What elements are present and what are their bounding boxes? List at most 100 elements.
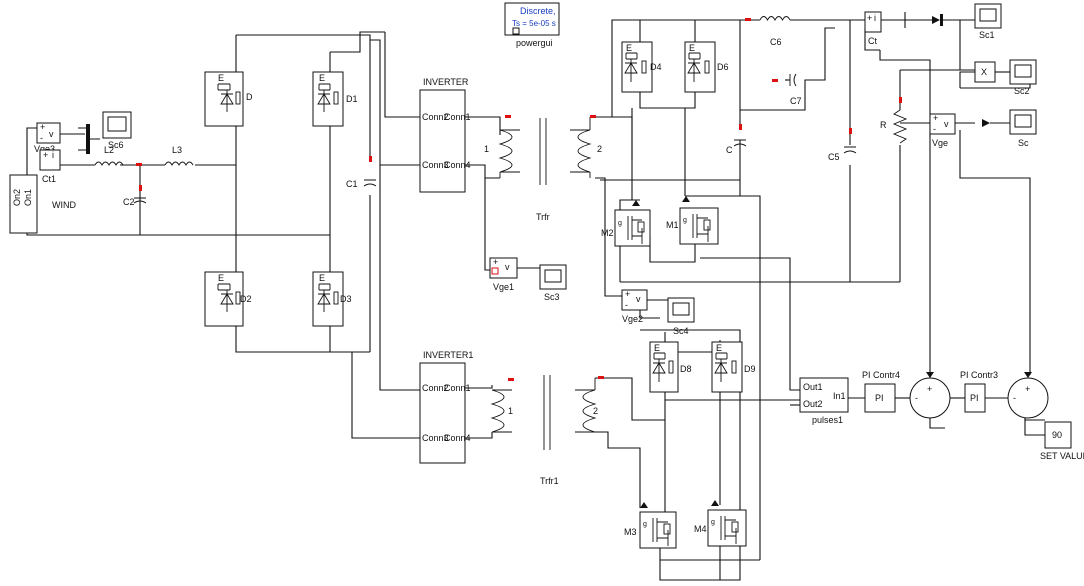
mosfet-m1[interactable]: g <box>679 207 719 245</box>
mosfet-m2-label: M2 <box>601 228 614 238</box>
diode-d3[interactable]: E <box>312 271 344 327</box>
svg-text:+: + <box>1025 384 1030 394</box>
capacitor-c[interactable] <box>733 124 747 147</box>
pi-controller-4[interactable]: PI <box>864 383 896 413</box>
sc2-scope[interactable] <box>1009 59 1037 85</box>
set-value-label: SET VALUE <box>1040 451 1084 461</box>
svg-text:v: v <box>944 119 949 129</box>
sc1-label: Sc1 <box>979 30 995 40</box>
mosfet-m3-label: M3 <box>624 527 637 537</box>
capacitor-c1[interactable] <box>363 156 377 187</box>
svg-text:Out1: Out1 <box>803 382 823 392</box>
pi-contr4-label: PI Contr4 <box>862 370 900 380</box>
product-block[interactable]: X <box>974 61 996 83</box>
svg-text:Conn4: Conn4 <box>444 160 471 170</box>
c1-label: C1 <box>346 179 358 189</box>
powergui-sample-time: Ts = 5e-05 s <box>512 19 556 28</box>
sc-scope[interactable] <box>1009 109 1037 135</box>
trfr-label: Trfr <box>536 212 550 222</box>
svg-text:+: + <box>40 122 45 132</box>
sc4-scope[interactable] <box>667 297 695 323</box>
capacitor-c7[interactable] <box>772 73 797 87</box>
svg-text:Conn2: Conn2 <box>422 112 449 122</box>
diode-d4-label: D4 <box>650 62 662 72</box>
resistor-r[interactable] <box>892 97 908 144</box>
vge2-voltage-sensor[interactable]: + - v <box>621 289 648 311</box>
sc2-label: Sc2 <box>1014 86 1030 96</box>
ct1-label: Ct1 <box>42 174 56 184</box>
mosfet-m2[interactable]: g <box>614 209 651 247</box>
diode-d9[interactable]: E <box>711 341 743 393</box>
transformer-trfr[interactable]: 1 2 <box>484 115 602 185</box>
diode-d6[interactable]: E <box>684 41 716 93</box>
sum-block-1[interactable]: - + <box>909 377 951 419</box>
inductor-c6[interactable] <box>745 16 791 22</box>
ct-current-sensor[interactable]: + i <box>864 11 882 33</box>
inductor-l3[interactable] <box>164 161 194 166</box>
sc3-scope[interactable] <box>539 264 567 290</box>
svg-text:g: g <box>643 521 647 528</box>
vge1-voltage-sensor[interactable]: + v <box>489 257 518 279</box>
svg-text:E: E <box>654 343 660 353</box>
vge3-label: Vge3 <box>34 144 55 154</box>
svg-text:+: + <box>867 13 872 23</box>
svg-text:v: v <box>505 262 510 272</box>
svg-text:E: E <box>716 343 722 353</box>
inductor-l2[interactable] <box>94 161 124 166</box>
diode-d[interactable]: E <box>204 71 244 127</box>
sc3-label: Sc3 <box>544 292 560 302</box>
svg-text:-: - <box>40 133 43 143</box>
svg-text:Conn3: Conn3 <box>422 160 449 170</box>
svg-text:g: g <box>618 220 622 227</box>
set-value-constant[interactable]: 90 <box>1044 421 1072 449</box>
diode-d4[interactable]: E <box>621 41 653 93</box>
diode-d2[interactable]: E <box>204 271 244 327</box>
diode-d8[interactable]: E <box>649 341 679 393</box>
c6-label: C6 <box>770 37 782 47</box>
c7-label: C7 <box>790 96 802 106</box>
svg-text:In1: In1 <box>833 391 846 401</box>
transformer-trfr1[interactable]: 1 2 <box>490 375 604 450</box>
svg-text:-: - <box>625 300 628 310</box>
inverter-block[interactable]: Conn2 Conn1 Conn3 Conn4 <box>419 89 471 193</box>
sc1-scope[interactable] <box>974 3 1002 29</box>
svg-text:PI: PI <box>875 393 884 403</box>
inverter-label: INVERTER <box>423 77 469 87</box>
diode-d-label: D <box>246 92 253 102</box>
svg-text:1: 1 <box>484 144 489 154</box>
pulses1-block[interactable]: Out1 Out2 In1 <box>799 377 849 413</box>
vge2-label: Vge2 <box>622 314 643 324</box>
svg-text:Conn1: Conn1 <box>444 383 471 393</box>
powergui-label: powergui <box>516 38 553 48</box>
mosfet-m3[interactable]: g <box>639 511 677 549</box>
vge-label: Vge <box>932 138 948 148</box>
svg-text:+: + <box>625 289 630 299</box>
mosfet-m4[interactable]: g <box>707 509 747 547</box>
svg-text:1: 1 <box>508 406 513 416</box>
diode-d1[interactable]: E <box>312 71 344 127</box>
svg-text:Out2: Out2 <box>803 399 823 409</box>
pi-contr3-label: PI Contr3 <box>960 370 998 380</box>
inverter1-label: INVERTER1 <box>423 350 473 360</box>
vge-voltage-sensor[interactable]: + - v <box>929 113 956 135</box>
ct1-current-sensor[interactable]: + i <box>39 149 61 171</box>
powergui-block[interactable]: Discrete, Ts = 5e-05 s <box>504 2 560 36</box>
svg-text:i: i <box>874 13 876 23</box>
diode-d9-label: D9 <box>744 364 756 374</box>
capacitor-c2[interactable] <box>133 185 147 204</box>
sc6-scope[interactable] <box>102 111 132 139</box>
capacitor-c5[interactable] <box>843 128 857 154</box>
vge3-voltage-sensor[interactable]: + - v <box>36 122 61 144</box>
pi-controller-3[interactable]: PI <box>964 383 986 413</box>
svg-text:+: + <box>933 113 938 123</box>
svg-text:E: E <box>626 43 632 53</box>
wind-label: WIND <box>52 200 76 210</box>
svg-text:+: + <box>493 257 498 267</box>
sum-block-2[interactable]: - + <box>1007 377 1049 419</box>
svg-text:Conn2: Conn2 <box>422 383 449 393</box>
inverter1-block[interactable]: Conn2 Conn1 Conn3 Conn4 <box>419 362 471 464</box>
trfr1-label: Trfr1 <box>540 476 559 486</box>
svg-text:E: E <box>218 73 224 83</box>
svg-text:PI: PI <box>970 393 979 403</box>
wind-source-block[interactable]: On2 On1 <box>9 174 38 234</box>
